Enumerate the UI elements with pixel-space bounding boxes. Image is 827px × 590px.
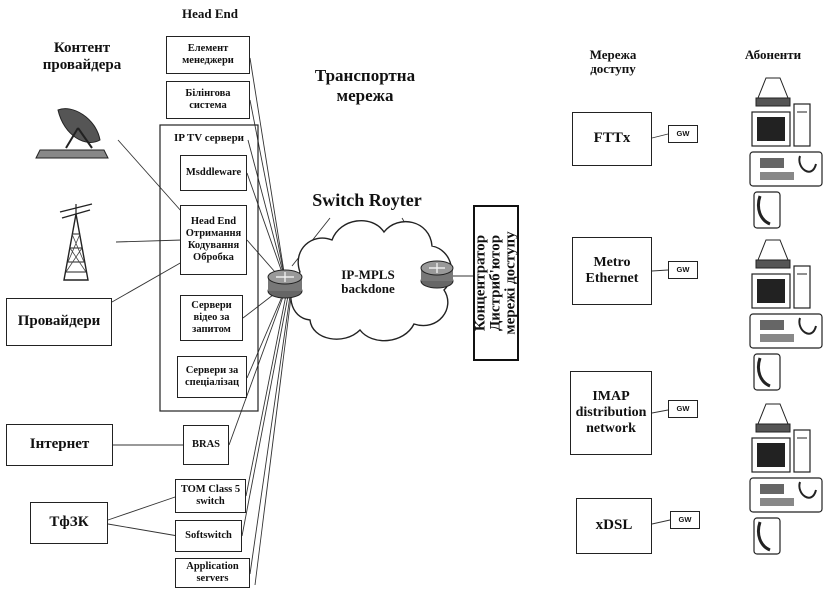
tv-icon <box>751 111 791 147</box>
vod-servers-box: Сервери відео за запитом <box>180 295 243 341</box>
desk-phone-icon <box>749 477 823 513</box>
gateway-box-xdsl: GW <box>670 511 700 529</box>
content-providers-label: Контент провайдера <box>42 40 122 73</box>
line-pstn-tdm <box>107 495 179 521</box>
gateway-box-fttx: GW <box>668 125 698 143</box>
application-servers-box: Application servers <box>175 558 250 588</box>
pstn-box: ТфЗК <box>30 502 108 544</box>
line-tower-headend <box>115 239 183 243</box>
settop-box-icon <box>755 239 791 269</box>
desk-phone-icon <box>749 313 823 349</box>
special-servers-box: Сервери за спеціалізац <box>177 356 247 398</box>
line-tdm-router <box>245 294 287 497</box>
pc-tower-icon <box>793 429 811 473</box>
subscriber-group <box>749 403 823 555</box>
handset-icon <box>753 353 781 391</box>
line-app-router <box>249 295 291 575</box>
middleware-box: Msddleware <box>180 155 247 191</box>
router-icon <box>420 260 454 289</box>
gateway-box-metro-ethernet: GW <box>668 261 698 279</box>
subscriber-group <box>749 239 823 391</box>
head-end-processing-box: Head End Отримання Кодування Обробка <box>180 205 247 275</box>
access-box-fttx: FTTx <box>572 112 652 166</box>
line-metro-gw <box>651 269 669 272</box>
satellite-dish-icon <box>35 108 109 159</box>
access-box-xdsl: xDSL <box>576 498 652 554</box>
router-icon <box>267 269 303 299</box>
line-app-router-2 <box>254 296 292 586</box>
cloud-label: IP-MPLS backdone <box>341 267 395 297</box>
pc-tower-icon <box>793 103 811 147</box>
element-managers-box: Елемент менеджери <box>166 36 250 74</box>
line-xdsl-gw <box>651 519 671 525</box>
tdm-switch-box: TOM Class 5 switch <box>175 479 246 513</box>
pc-tower-icon <box>793 265 811 309</box>
subscriber-group <box>749 77 823 229</box>
switch-router-label: Switch Royter <box>312 190 422 210</box>
access-network-label: Мережа доступу <box>589 47 637 77</box>
settop-box-icon <box>755 403 791 433</box>
iptv-servers-label: IP TV сервери <box>173 132 245 144</box>
line-imap-gw <box>651 409 669 414</box>
handset-icon <box>753 191 781 229</box>
access-concentrator-box: Концентратор Дистриб'ютор мережі доступу <box>473 205 519 361</box>
access-box-imap: IMAP distribution network <box>570 371 652 455</box>
line-soft-router <box>241 295 289 537</box>
ip-mpls-cloud <box>290 219 453 342</box>
providers-box: Провайдери <box>6 298 112 346</box>
line-bras-router <box>228 293 285 446</box>
radio-tower-icon <box>59 203 93 281</box>
gateway-box-imap: GW <box>668 400 698 418</box>
tv-icon <box>751 273 791 309</box>
line-iptv-router <box>247 139 285 277</box>
internet-box: Інтернет <box>6 424 113 466</box>
handset-icon <box>753 517 781 555</box>
access-box-metro-ethernet: Metro Ethernet <box>572 237 652 305</box>
line-spec-router <box>246 291 285 379</box>
billing-system-box: Білінгова система <box>166 81 250 119</box>
line-pstn-softswitch <box>107 523 179 537</box>
line-em-router <box>249 57 285 273</box>
line-providers-headend <box>111 261 183 303</box>
line-mw-router <box>246 172 285 279</box>
iptv-frame <box>159 124 259 412</box>
line-fttx-gw <box>651 133 669 139</box>
access-concentrator-label: Концентратор Дистриб'ютор мережі доступу <box>472 231 519 335</box>
softswitch-box: Softswitch <box>175 520 242 552</box>
line-dish-headend <box>117 139 183 213</box>
tv-icon <box>751 437 791 473</box>
desk-phone-icon <box>749 151 823 187</box>
head-end-title: Head End <box>182 6 238 21</box>
bras-box: BRAS <box>183 425 229 465</box>
subscribers-label: Абоненти <box>744 47 802 62</box>
line-billing-router <box>249 99 285 275</box>
transport-network-label: Транспортна мережа <box>314 66 416 106</box>
settop-box-icon <box>755 77 791 107</box>
